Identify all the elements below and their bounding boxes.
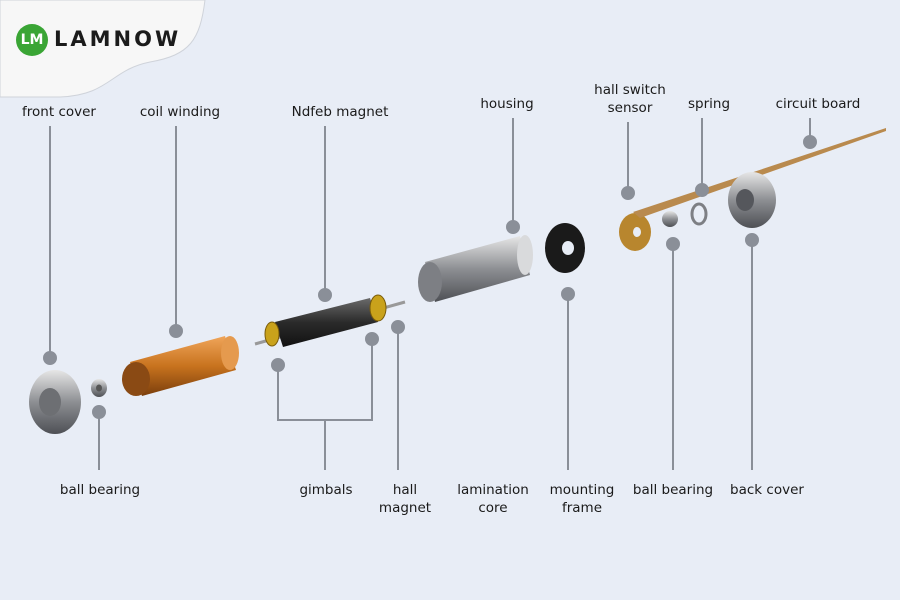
spring-part (690, 202, 708, 226)
hall-switch-sensor-part (619, 213, 651, 251)
label-line: lamination (457, 482, 529, 498)
label-hall-switch-sensor: hall switch sensor (594, 81, 666, 117)
coil-winding-part (122, 336, 239, 396)
label-line: core (478, 500, 508, 516)
label-ball-bearing-left: ball bearing (59, 482, 141, 498)
label-back-cover: back cover (730, 482, 804, 498)
label-hall-magnet: hall magnet (379, 481, 431, 517)
logo-panel (0, 0, 206, 98)
rotor-part (254, 294, 406, 347)
logo-icon: LM (16, 24, 48, 56)
label-line: magnet (378, 500, 432, 516)
label-ball-bearing-right: ball bearing (632, 482, 714, 498)
label-line: sensor (607, 100, 653, 116)
label-gimbals: gimbals (299, 482, 353, 498)
front-cover-part (29, 370, 81, 434)
label-coil-winding: coil winding (139, 104, 221, 120)
label-line: hall (392, 482, 418, 498)
label-ndfeb-magnet: Ndfeb magnet (291, 104, 389, 120)
label-line: hall switch (594, 82, 666, 98)
label-spring: spring (687, 96, 731, 112)
leader-lines (43, 118, 817, 470)
label-lamination-core: lamination core (457, 481, 529, 517)
housing-part (418, 235, 533, 302)
label-front-cover: front cover (22, 104, 96, 120)
label-line: mounting (549, 482, 615, 498)
ball-bearing-left-part (91, 379, 107, 397)
back-cover-part (728, 172, 776, 228)
label-line: frame (561, 500, 603, 516)
circuit-board-part (633, 128, 886, 218)
mounting-frame-part (545, 223, 585, 273)
brand-name: LAMNOW (54, 27, 182, 51)
label-circuit-board: circuit board (775, 96, 861, 112)
label-mounting-frame: mounting frame (550, 481, 615, 517)
ball-bearing-right-part (662, 211, 678, 227)
label-housing: housing (480, 96, 534, 112)
